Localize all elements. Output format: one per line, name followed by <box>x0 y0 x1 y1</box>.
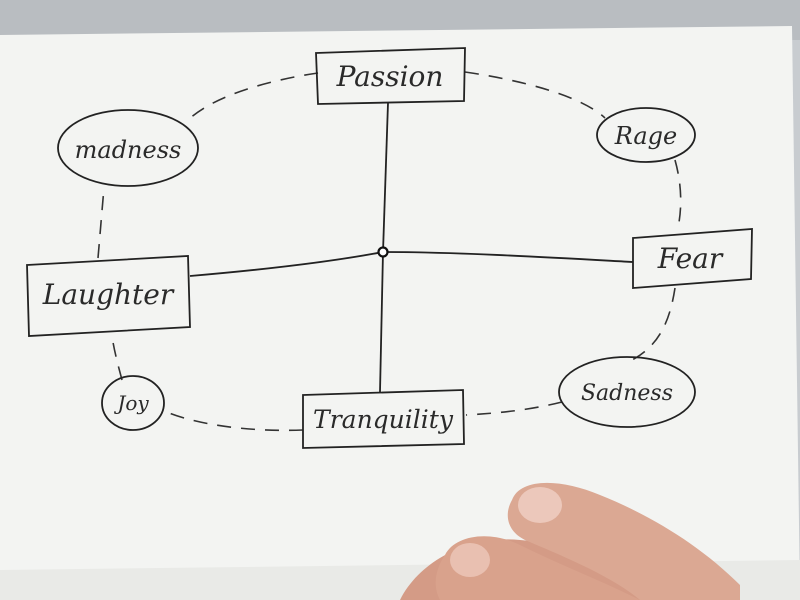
node-passion: Passion <box>315 47 466 105</box>
node-madness-label: madness <box>75 136 182 164</box>
node-sadness: Sadness <box>558 356 696 428</box>
dash-passion-rage <box>464 71 606 119</box>
axis-line-to-fear <box>382 251 634 263</box>
node-joy: Joy <box>101 375 165 431</box>
dash-sadness-tranquility <box>465 401 563 416</box>
dash-fear-sadness <box>631 287 676 361</box>
node-fear: Fear <box>632 228 753 289</box>
node-passion-label: Passion <box>336 60 444 93</box>
node-laughter-label: Laughter <box>42 278 175 311</box>
hand <box>400 482 740 600</box>
axis-line-to-laughter <box>189 251 384 277</box>
node-rage-label: Rage <box>614 122 678 150</box>
node-tranquility-label: Tranquility <box>313 405 454 434</box>
fingernail-upper <box>518 487 562 523</box>
dash-rage-fear <box>674 159 682 229</box>
axis-line-to-tranquility <box>379 251 384 393</box>
node-sadness-label: Sadness <box>581 381 673 406</box>
dash-tranquility-joy <box>161 409 304 432</box>
node-tranquility: Tranquility <box>302 389 465 449</box>
paper-sheet <box>0 26 800 600</box>
node-fear-label: Fear <box>657 242 724 275</box>
finger-upper <box>507 482 740 600</box>
fingernail-lower <box>450 543 490 577</box>
center-point <box>377 246 389 258</box>
dash-joy-laughter <box>111 335 123 381</box>
axis-line-to-passion <box>382 102 389 253</box>
node-madness: madness <box>57 109 199 187</box>
axes <box>189 102 634 393</box>
dashed-cycle <box>97 71 682 432</box>
node-rage: Rage <box>596 107 696 163</box>
dash-passion-madness <box>187 72 319 121</box>
node-joy-label: Joy <box>113 391 149 415</box>
dash-laughter-madness <box>97 187 105 259</box>
node-laughter: Laughter <box>26 255 191 337</box>
